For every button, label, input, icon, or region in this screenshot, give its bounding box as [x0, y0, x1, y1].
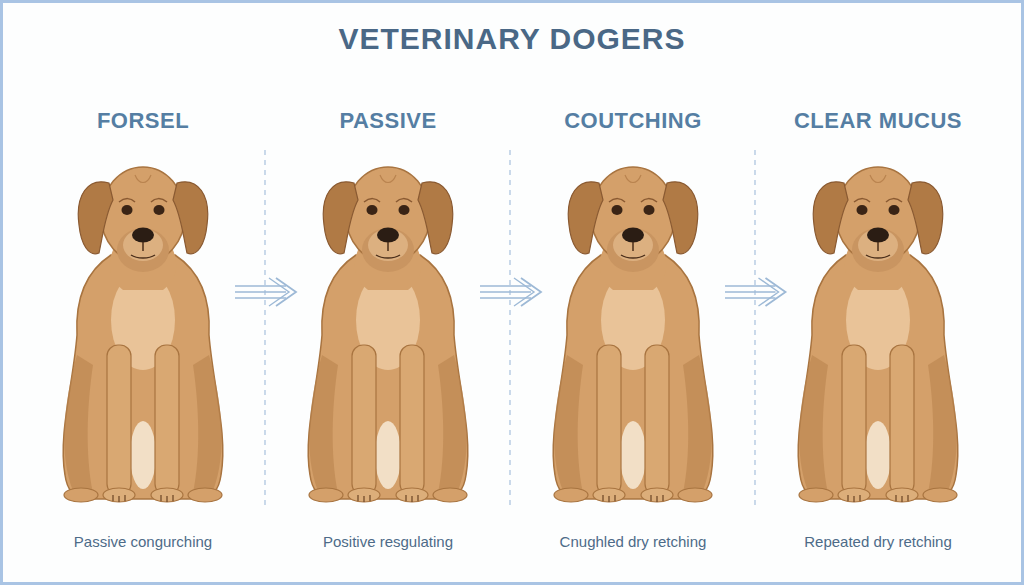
stage-caption: Passive congurching: [74, 533, 212, 550]
stage-heading: COUTCHING: [564, 108, 702, 134]
flow-arrow: [480, 278, 541, 306]
stage-heading: PASSIVE: [339, 108, 436, 134]
flow-arrow: [235, 278, 296, 306]
stage-caption: Repeated dry retching: [804, 533, 952, 550]
dog-illustration: [553, 167, 713, 502]
stage-panel: COUTCHING Cnughled dry retching: [545, 108, 721, 550]
dog-illustration: [308, 167, 468, 502]
dashed-separator: [265, 150, 755, 505]
stage-panel: CLEAR MUCUS Repeated dry retching: [790, 108, 967, 550]
diagram-title: VETERINARY DOGERS: [0, 22, 1024, 56]
stage-panel: FORSEL Passive congurching: [55, 108, 231, 550]
flow-arrow: [725, 278, 786, 306]
stage-heading: FORSEL: [97, 108, 189, 134]
stage-caption: Cnughled dry retching: [560, 533, 707, 550]
stage-panel: PASSIVE Positive resgulating: [300, 108, 476, 550]
stage-heading: CLEAR MUCUS: [794, 108, 962, 134]
dog-illustration: [63, 167, 223, 502]
dog-illustration: [798, 167, 958, 502]
stage-caption: Positive resgulating: [323, 533, 453, 550]
